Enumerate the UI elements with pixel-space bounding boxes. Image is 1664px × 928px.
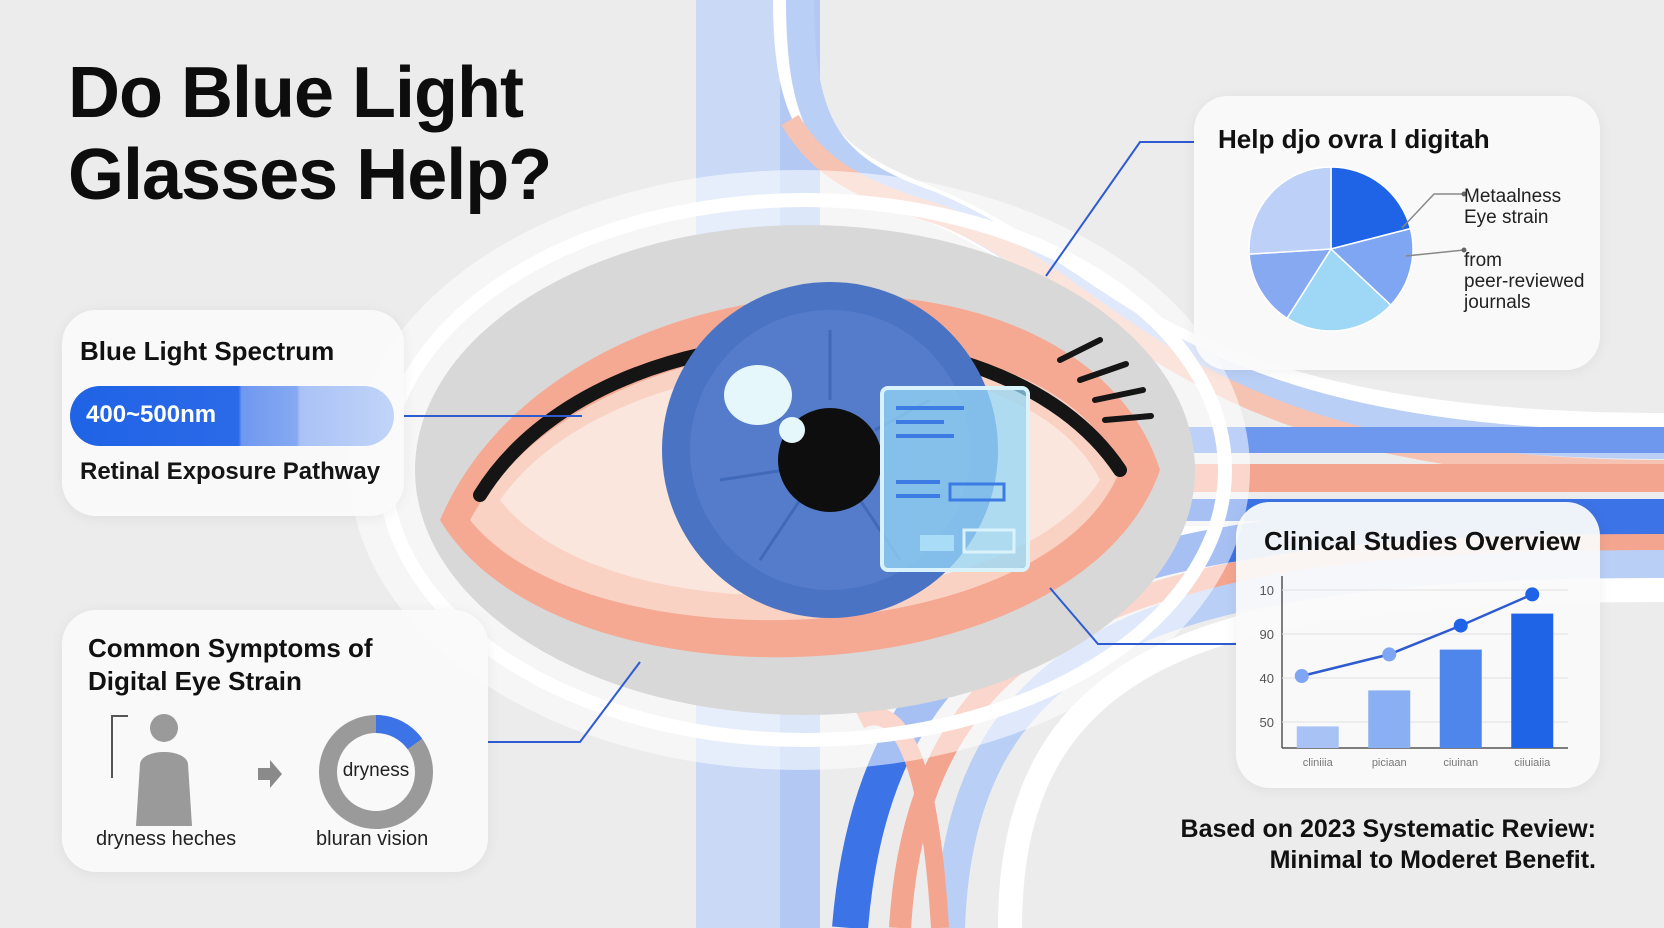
bar xyxy=(1296,726,1339,748)
trend-point xyxy=(1294,669,1309,683)
pie-slice xyxy=(1286,247,1392,332)
blue-light-spectrum-card: Blue Light Spectrum 400~500nm Retinal Ex… xyxy=(62,310,404,516)
pie-slice xyxy=(1329,227,1414,307)
pie-legend-leaders xyxy=(1401,191,1467,257)
pie-legend-item: Metaalness xyxy=(1464,186,1562,207)
clinical-card-title: Clinical Studies Overview xyxy=(1264,526,1581,556)
bar xyxy=(1368,690,1411,748)
pie-legend-item: peer-reviewed xyxy=(1464,271,1585,292)
footnote-line2: Minimal to Moderet Benefit. xyxy=(1269,846,1596,874)
footnote-line1: Based on 2023 Systematic Review: xyxy=(1180,815,1596,843)
spectrum-card-title: Blue Light Spectrum xyxy=(80,336,335,366)
y-tick-label: 50 xyxy=(1260,715,1274,730)
pie-legend-item: from xyxy=(1464,250,1502,271)
trend-line xyxy=(1301,593,1533,678)
dryness-donut xyxy=(319,715,433,829)
spectrum-range-label: 400~500nm xyxy=(86,401,217,428)
clinical-bar-chart: 50 40 90 10 cliniiia piciaan ciuinan ciiuiaiia xyxy=(1260,576,1568,769)
pie-legend-bottom: from peer-reviewed journals xyxy=(1464,250,1584,313)
bar xyxy=(1511,613,1554,748)
pie-chart-card: Help djo ovra l digitah Metaalness Eye s… xyxy=(1194,96,1600,370)
symptoms-card: Common Symptoms of Digital Eye Strain dr… xyxy=(62,610,488,872)
pie-legend-top: Metaalness Eye strain xyxy=(1464,186,1561,228)
pie-slice xyxy=(1330,166,1412,250)
pie-chart xyxy=(1248,166,1414,332)
x-tick-label: ciuinan xyxy=(1443,757,1478,769)
y-tick-label: 40 xyxy=(1260,671,1274,686)
donut-center-label: dryness xyxy=(342,760,410,781)
symptoms-title-line1: Common Symptoms of xyxy=(88,633,373,663)
pie-slice xyxy=(1248,166,1332,255)
spectrum-range-bar: 400~500nm xyxy=(70,386,394,446)
x-tick-label: piciaan xyxy=(1372,757,1407,769)
arrow-right-icon xyxy=(258,760,282,788)
pie-slice xyxy=(1248,248,1333,320)
bar xyxy=(1439,649,1482,748)
trend-point xyxy=(1382,647,1397,662)
symptom-label-left: dryness heches xyxy=(96,828,237,850)
person-icon xyxy=(111,714,192,826)
x-tick-label: cliniiia xyxy=(1303,757,1334,769)
trend-point xyxy=(1525,587,1540,602)
pie-legend-item: journals xyxy=(1464,292,1531,313)
clinical-studies-card: Clinical Studies Overview 50 40 90 10 clinii… xyxy=(1236,502,1600,788)
symptoms-card-title: Common Symptoms of Digital Eye Strain xyxy=(88,632,373,698)
y-tick-label: 10 xyxy=(1260,583,1274,598)
page-title: Do Blue Light Glasses Help? xyxy=(68,52,552,216)
pie-legend-item: Eye strain xyxy=(1464,207,1549,228)
trend-point xyxy=(1453,618,1468,633)
footnote: Based on 2023 Systematic Review: Minimal… xyxy=(1181,814,1596,876)
pie-card-title: Help djo ovra l digitah xyxy=(1218,124,1490,154)
spectrum-card-subtitle: Retinal Exposure Pathway xyxy=(80,458,381,485)
symptom-label-right: bluran vision xyxy=(316,828,429,850)
symptoms-title-line2: Digital Eye Strain xyxy=(88,666,302,696)
page-title-line1: Do Blue Light xyxy=(68,53,524,133)
page-title-line2: Glasses Help? xyxy=(68,135,552,215)
y-tick-label: 90 xyxy=(1260,627,1274,642)
x-tick-label: ciiuiaiia xyxy=(1514,757,1551,769)
